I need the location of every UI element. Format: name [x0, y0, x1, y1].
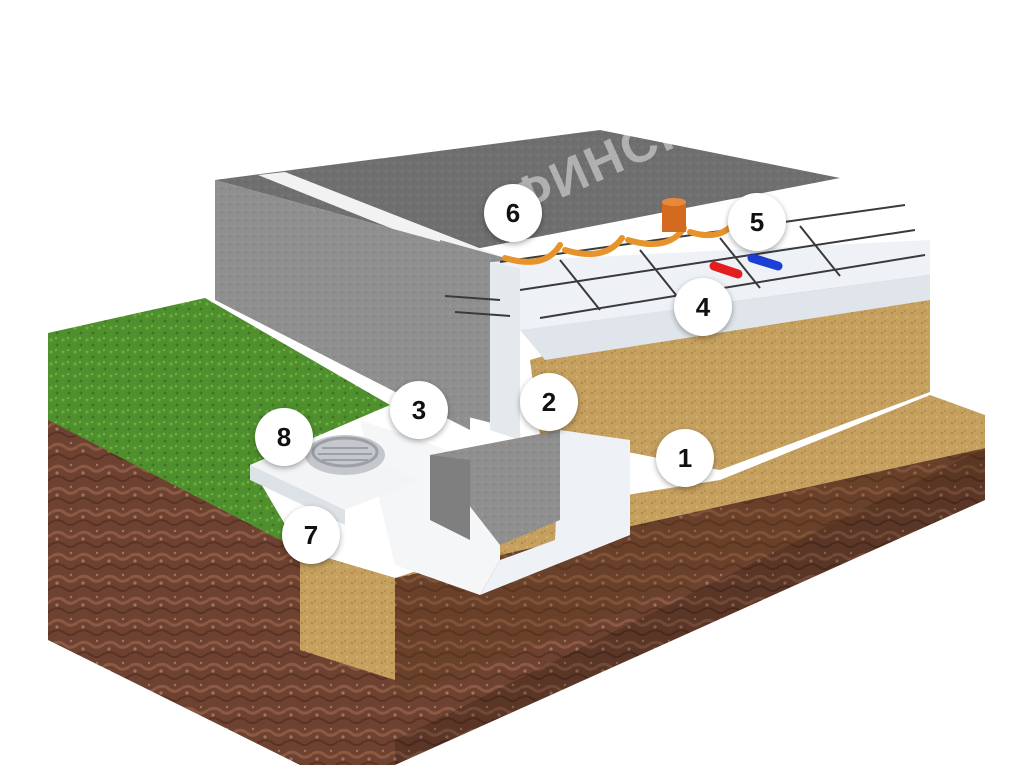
utility-pipes	[709, 253, 783, 279]
grass-surface	[48, 298, 390, 550]
drainage-tray	[360, 420, 630, 595]
callout-6: 6	[484, 184, 542, 242]
foundation-wall	[215, 180, 470, 430]
callout-2: 2	[520, 373, 578, 431]
callout-8: 8	[255, 408, 313, 466]
callout-3: 3	[390, 381, 448, 439]
callout-5: 5	[728, 193, 786, 251]
callout-7: 7	[282, 506, 340, 564]
heating-riser	[662, 202, 686, 232]
callout-1: 1	[656, 429, 714, 487]
callout-4: 4	[674, 278, 732, 336]
